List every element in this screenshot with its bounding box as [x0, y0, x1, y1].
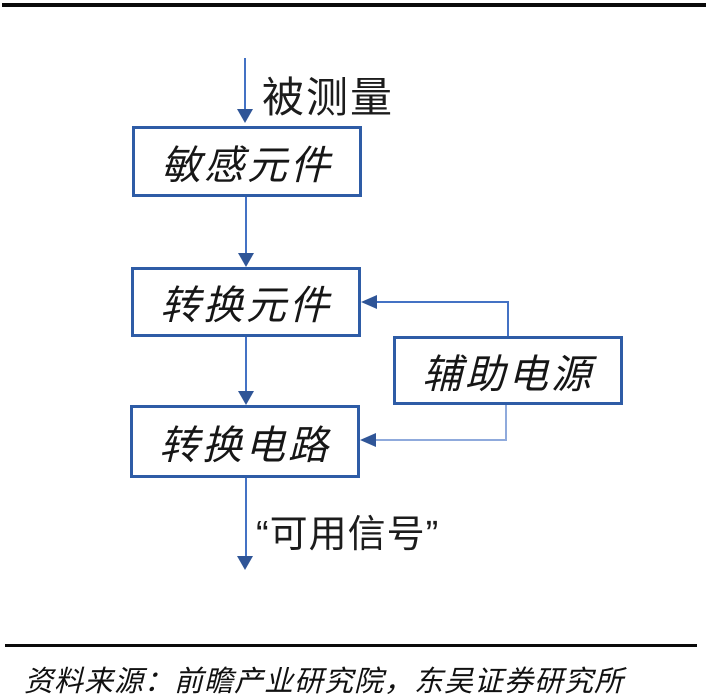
arrow-down-icon — [238, 253, 254, 267]
arrow-down-icon — [238, 391, 254, 405]
flowchart-box-auxiliary-power: 辅助电源 — [393, 336, 623, 405]
output-signal-label: “可用信号” — [256, 514, 440, 556]
aux-connector-bottom-horizontal — [376, 439, 507, 441]
aux-connector-top-horizontal — [376, 301, 509, 303]
box-label: 转换电路 — [159, 422, 331, 468]
flow-line-2 — [245, 337, 247, 393]
footer-divider — [5, 644, 697, 647]
flowchart-box-transducer-element: 转换元件 — [131, 267, 361, 337]
flowchart-box-sensitive-element: 敏感元件 — [132, 126, 362, 197]
flowchart-box-conversion-circuit: 转换电路 — [130, 405, 360, 478]
box-label: 转换元件 — [160, 283, 332, 328]
source-attribution: 资料来源：前瞻产业研究院，东吴证券研究所 — [24, 666, 625, 698]
arrow-left-icon — [361, 295, 377, 309]
flow-line-measurand — [244, 58, 246, 111]
arrow-down-icon — [237, 556, 253, 570]
arrow-down-icon — [237, 109, 253, 123]
arrow-left-icon — [360, 433, 376, 447]
box-label: 敏感元件 — [161, 142, 333, 188]
flow-line-1 — [245, 197, 247, 255]
measurand-label: 被测量 — [262, 74, 395, 121]
flow-line-output — [245, 478, 247, 557]
top-divider — [2, 3, 706, 7]
aux-connector-top-vertical — [507, 301, 509, 336]
aux-connector-bottom-vertical — [505, 405, 507, 441]
box-label: 辅助电源 — [422, 351, 594, 397]
